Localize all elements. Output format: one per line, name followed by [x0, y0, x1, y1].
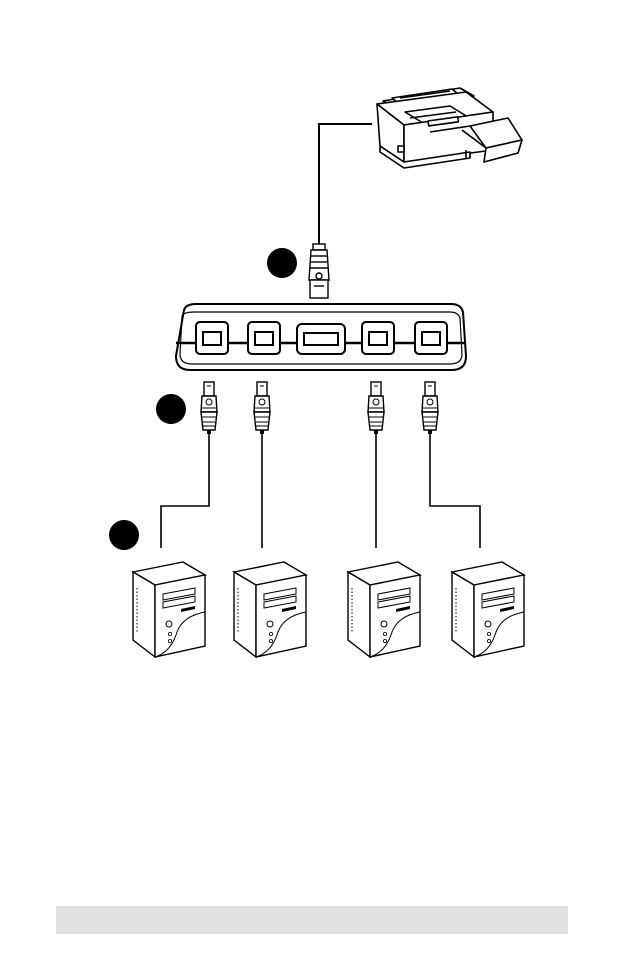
step-marker-3 [109, 520, 139, 550]
footer-bar [56, 906, 568, 934]
step-marker-1 [267, 248, 297, 278]
computer-cables [161, 434, 480, 548]
usb-b-connector-2 [254, 382, 270, 434]
computer-1 [133, 562, 205, 657]
computer-3 [348, 562, 420, 657]
usb-b-connector-4 [422, 382, 438, 434]
usb-b-port-3 [362, 322, 394, 354]
computer-4 [452, 562, 524, 657]
usb-a-connector [309, 244, 329, 298]
usb-b-port-4 [415, 322, 447, 354]
usb-sharing-switch [176, 304, 466, 370]
printer-cable [319, 124, 372, 246]
computer-2 [234, 562, 306, 657]
usb-b-connector-3 [368, 382, 384, 434]
usb-b-port-2 [248, 322, 280, 354]
usb-b-connector-1 [201, 382, 217, 434]
printer-icon [377, 88, 522, 168]
step-marker-2 [156, 394, 186, 424]
usb-a-port [297, 324, 345, 354]
usb-b-port-1 [196, 322, 228, 354]
